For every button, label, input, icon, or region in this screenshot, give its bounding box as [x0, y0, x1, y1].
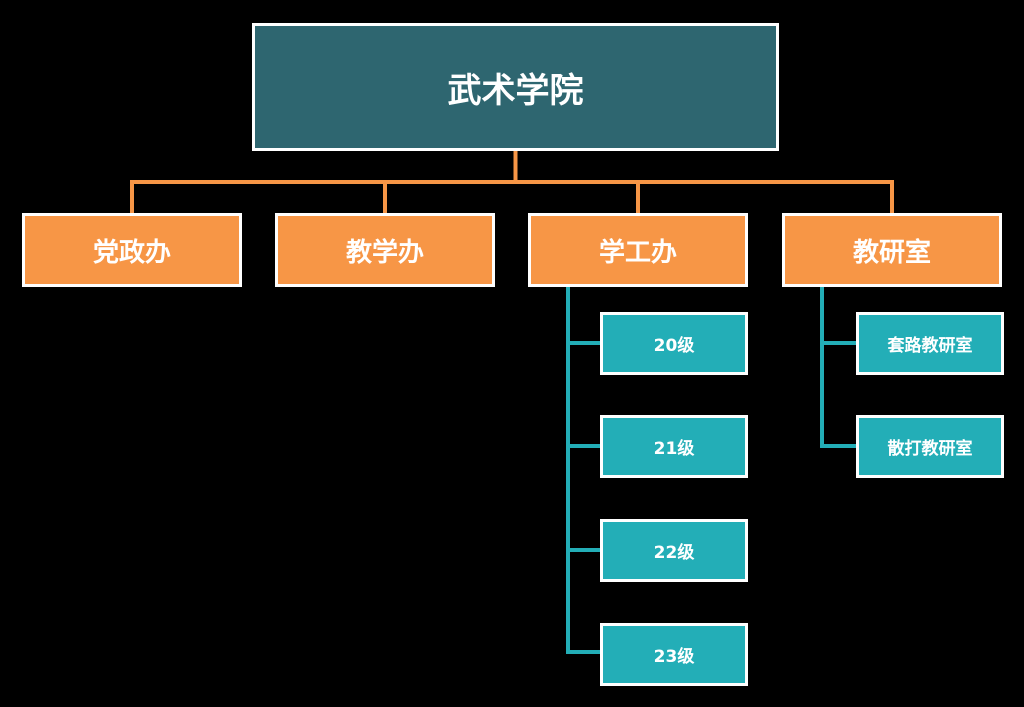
sub-label: 散打教研室: [887, 439, 973, 459]
sub-node-grade-20: 20级: [600, 312, 748, 375]
sub-node-sanda-research: 散打教研室: [856, 415, 1004, 478]
dept-node-student-affairs-office: 学工办: [528, 213, 748, 287]
dept-node-party-office: 党政办: [22, 213, 242, 287]
sub-node-grade-22: 22级: [600, 519, 748, 582]
dept-label: 教学办: [345, 237, 424, 268]
sub-label: 套路教研室: [887, 336, 973, 356]
dept-label: 教研室: [852, 237, 931, 268]
sub-node-grade-23: 23级: [600, 623, 748, 686]
sub-node-routine-research: 套路教研室: [856, 312, 1004, 375]
root-node: 武术学院: [252, 23, 779, 151]
sub-label: 21级: [653, 439, 695, 459]
dept-node-teaching-office: 教学办: [275, 213, 495, 287]
sub-label: 23级: [653, 647, 695, 667]
dept-node-teaching-research-office: 教研室: [782, 213, 1002, 287]
dept-label: 党政办: [92, 237, 171, 268]
sub-node-grade-21: 21级: [600, 415, 748, 478]
root-label: 武术学院: [447, 70, 584, 111]
dept-label: 学工办: [598, 237, 677, 268]
sub-label: 22级: [653, 543, 695, 563]
sub-label: 20级: [653, 336, 695, 356]
